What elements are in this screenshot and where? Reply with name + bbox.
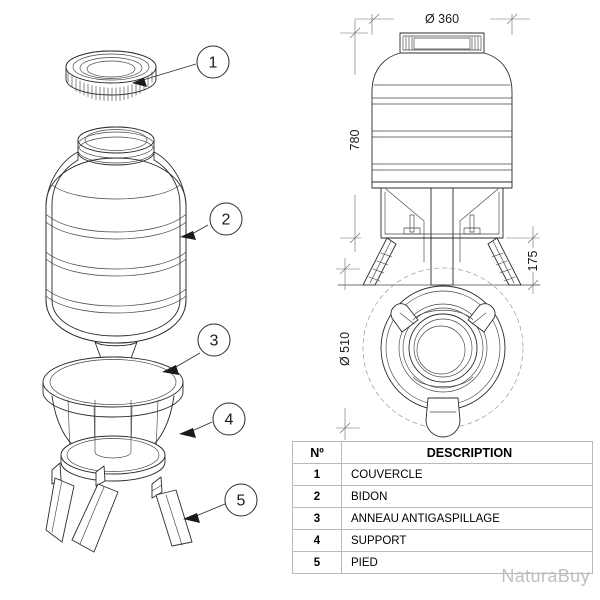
- table-row: 4 SUPPORT: [292, 529, 593, 552]
- balloon-circle-4[interactable]: [212, 402, 246, 436]
- balloon-label-3: 3: [210, 333, 219, 350]
- balloon-label-2: 2: [222, 212, 231, 229]
- table-header-description: DESCRIPTION: [341, 441, 593, 464]
- table-cell-number: 4: [292, 529, 342, 552]
- table-cell-number: 2: [292, 485, 342, 508]
- dimension-front-width: Ø 360: [354, 12, 530, 35]
- table-row: 1 COUVERCLE: [292, 463, 593, 486]
- dimension-front-height: 780: [340, 20, 368, 252]
- callout-5[interactable]: 5: [183, 483, 258, 523]
- part-support: [42, 356, 184, 482]
- table-row: 2 BIDON: [292, 485, 593, 508]
- part-pied-detached: [151, 476, 193, 547]
- dimension-front-leg-height: 175: [506, 226, 540, 294]
- balloon-label-5: 5: [237, 493, 246, 510]
- balloon-circle-1[interactable]: [196, 45, 230, 79]
- table-row: 3 ANNEAU ANTIGASPILLAGE: [292, 507, 593, 530]
- dimension-label-front-height: 780: [348, 130, 362, 151]
- table-cell-number: 5: [292, 551, 342, 574]
- callout-4[interactable]: 4: [179, 402, 246, 438]
- table-row: 5 PIED: [292, 551, 593, 574]
- part-bidon: [45, 126, 187, 396]
- balloon-circle-3[interactable]: [197, 323, 231, 357]
- table-header-row: Nº DESCRIPTION: [292, 441, 593, 464]
- table-cell-description: COUVERCLE: [341, 463, 593, 486]
- part-couvercle: [65, 50, 157, 102]
- callout-2[interactable]: 2: [180, 202, 243, 240]
- dimension-top-diameter: Ø 510: [336, 258, 360, 440]
- dimension-label-front-leg-height: 175: [526, 251, 540, 272]
- table-cell-description: BIDON: [341, 485, 593, 508]
- dimension-label-top-diameter: Ø 510: [338, 332, 352, 366]
- front-elevation-view: Ø 360 780 175: [337, 12, 541, 294]
- table-header-number: Nº: [292, 441, 342, 464]
- balloon-label-4: 4: [225, 412, 234, 429]
- callout-3[interactable]: 3: [162, 323, 231, 375]
- top-plan-view: Ø 510: [336, 258, 524, 440]
- parts-list-table: Nº DESCRIPTION 1 COUVERCLE 2 BIDON 3 ANN…: [292, 441, 593, 574]
- table-cell-number: 1: [292, 463, 342, 486]
- part-pied-attached-left: [45, 462, 75, 543]
- balloon-circle-2[interactable]: [209, 202, 243, 236]
- balloon-label-1: 1: [209, 55, 218, 72]
- balloon-circle-5[interactable]: [224, 483, 258, 517]
- naturabuy-watermark: NaturaBuy: [501, 566, 590, 586]
- dimension-label-front-width: Ø 360: [425, 12, 459, 26]
- table-cell-number: 3: [292, 507, 342, 530]
- part-pied-attached-center: [71, 465, 119, 553]
- exploded-view: 1 2 3 4: [42, 45, 258, 553]
- table-cell-description: PIED: [341, 551, 593, 574]
- table-cell-description: ANNEAU ANTIGASPILLAGE: [341, 507, 593, 530]
- table-cell-description: SUPPORT: [341, 529, 593, 552]
- callout-1[interactable]: 1: [132, 45, 230, 87]
